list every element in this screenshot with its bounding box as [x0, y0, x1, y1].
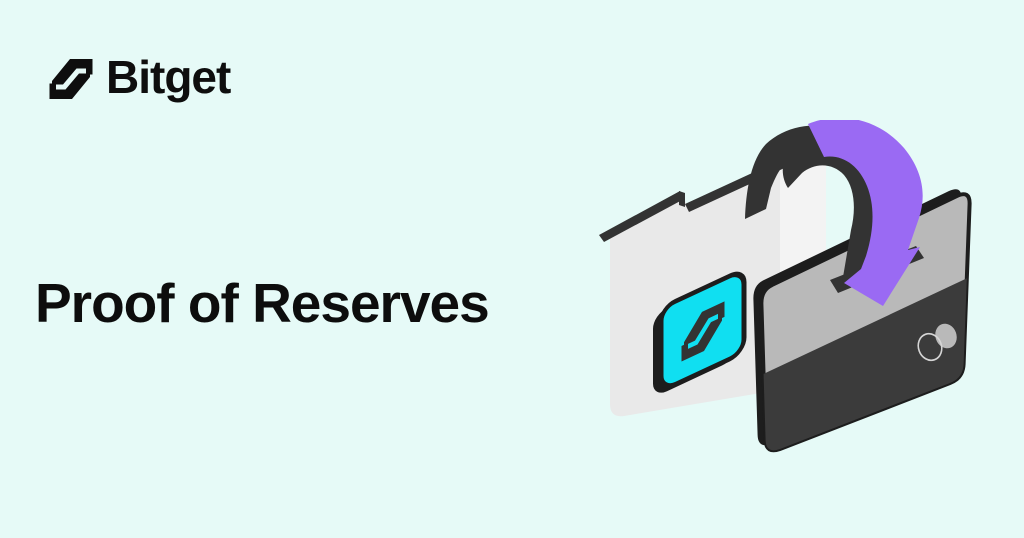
card-circle-outline [917, 332, 943, 362]
badge-bitget-spark-icon [681, 301, 725, 362]
bitget-badge [653, 271, 747, 393]
bitget-spark-icon [46, 52, 96, 104]
transfer-arrow [808, 120, 923, 306]
sheet-top-edge [599, 191, 684, 242]
page-title: Proof of Reserves [35, 271, 490, 334]
proof-of-reserves-illustration [599, 120, 972, 453]
bitget-logo: Bitget [46, 50, 231, 106]
brand-wordmark: Bitget [106, 50, 231, 103]
